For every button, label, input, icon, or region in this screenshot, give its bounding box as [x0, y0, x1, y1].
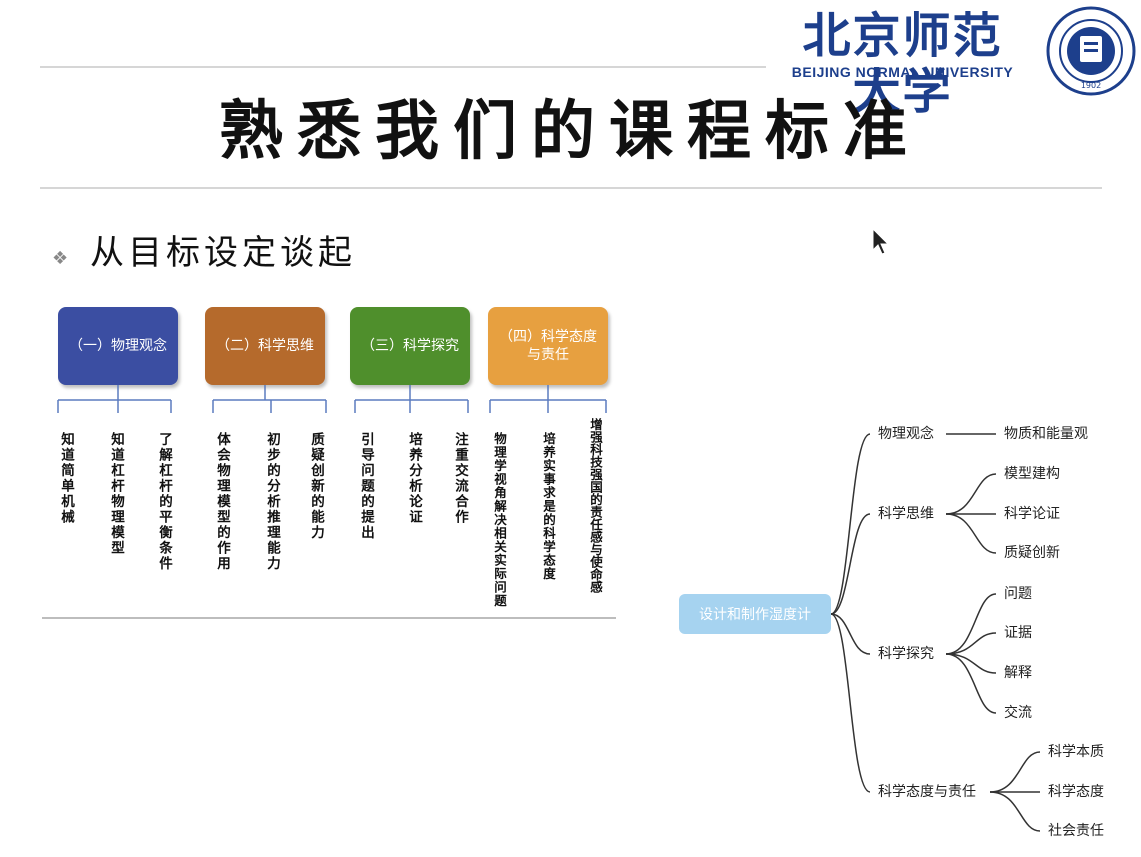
mindmap-leaf: 科学态度 — [1048, 784, 1104, 800]
category-item: 培养分析论证 — [406, 432, 422, 525]
category-item: 物理学视角解决相关实际问题 — [492, 432, 507, 608]
category-label: （一）物理观念 — [69, 338, 167, 354]
mindmap-branch: 科学态度与责任 — [878, 784, 976, 800]
mindmap-branch: 科学探究 — [878, 646, 934, 662]
diamond-bullet-icon: ❖ — [52, 248, 69, 269]
slide-title: 熟悉我们的课程标准 — [219, 94, 921, 169]
category-item: 质疑创新的能力 — [308, 432, 324, 541]
category-item: 增强科技强国的责任感与使命感 — [588, 418, 603, 593]
category-item: 初步的分析推理能力 — [264, 432, 280, 572]
mouse-cursor-icon — [872, 228, 890, 255]
category-item: 了解杠杆的平衡条件 — [156, 432, 172, 572]
category-item: 引导问题的提出 — [358, 432, 374, 541]
slide-subtitle: 从目标设定谈起 — [90, 233, 356, 273]
mindmap-branch: 科学思维 — [878, 506, 934, 522]
category-box-3: （三）科学探究 — [350, 307, 470, 385]
category-box-2: （二）科学思维 — [205, 307, 325, 385]
mindmap-leaf: 质疑创新 — [1004, 545, 1060, 561]
university-seal-icon: 1902 — [1046, 6, 1136, 96]
category-item: 培养实事求是的科学态度 — [541, 432, 556, 581]
mindmap-branch: 物理观念 — [878, 426, 934, 442]
category-box-4: （四）科学态度与责任 — [488, 307, 608, 385]
mindmap-leaf: 科学论证 — [1004, 506, 1060, 522]
category-item: 知道简单机械 — [58, 432, 74, 525]
mindmap-leaf: 模型建构 — [1004, 466, 1060, 482]
mindmap-leaf: 问题 — [1004, 586, 1032, 602]
category-label: （二）科学思维 — [216, 338, 314, 354]
mindmap-root-label: 设计和制作湿度计 — [699, 607, 811, 623]
category-label: （三）科学探究 — [361, 338, 459, 354]
seal-year: 1902 — [1081, 81, 1101, 90]
mindmap-leaf: 证据 — [1004, 625, 1032, 641]
mindmap-root: 设计和制作湿度计 — [679, 594, 831, 634]
title-divider — [40, 187, 1102, 189]
mindmap-leaf: 解释 — [1004, 665, 1032, 681]
category-brackets — [57, 385, 607, 413]
mindmap-leaf: 社会责任 — [1048, 823, 1104, 839]
university-logo-en: BEIJING NORMAL UNIVERSITY — [791, 64, 1014, 80]
category-label: （四）科学态度与责任 — [499, 329, 597, 363]
top-divider — [40, 66, 766, 68]
category-item: 体会物理模型的作用 — [214, 432, 230, 572]
mindmap-leaf: 物质和能量观 — [1004, 426, 1088, 442]
category-item: 知道杠杆物理模型 — [108, 432, 124, 556]
category-box-1: （一）物理观念 — [58, 307, 178, 385]
category-item: 注重交流合作 — [452, 432, 468, 525]
diagram-bottom-divider — [42, 617, 616, 619]
mindmap-leaf: 科学本质 — [1048, 744, 1104, 760]
university-logo-cn: 北京师范大学 — [802, 8, 1003, 120]
mindmap-leaf: 交流 — [1004, 705, 1032, 721]
